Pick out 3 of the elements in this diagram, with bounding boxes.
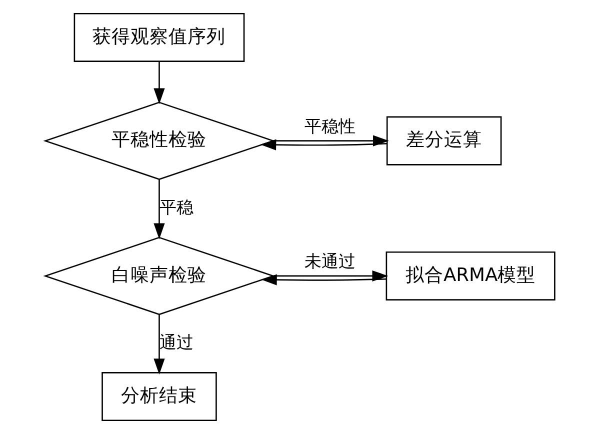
edge-label: 通过 <box>158 333 193 354</box>
edge-label: 未通过 <box>304 252 355 272</box>
edge-label: 平稳性 <box>304 117 356 138</box>
